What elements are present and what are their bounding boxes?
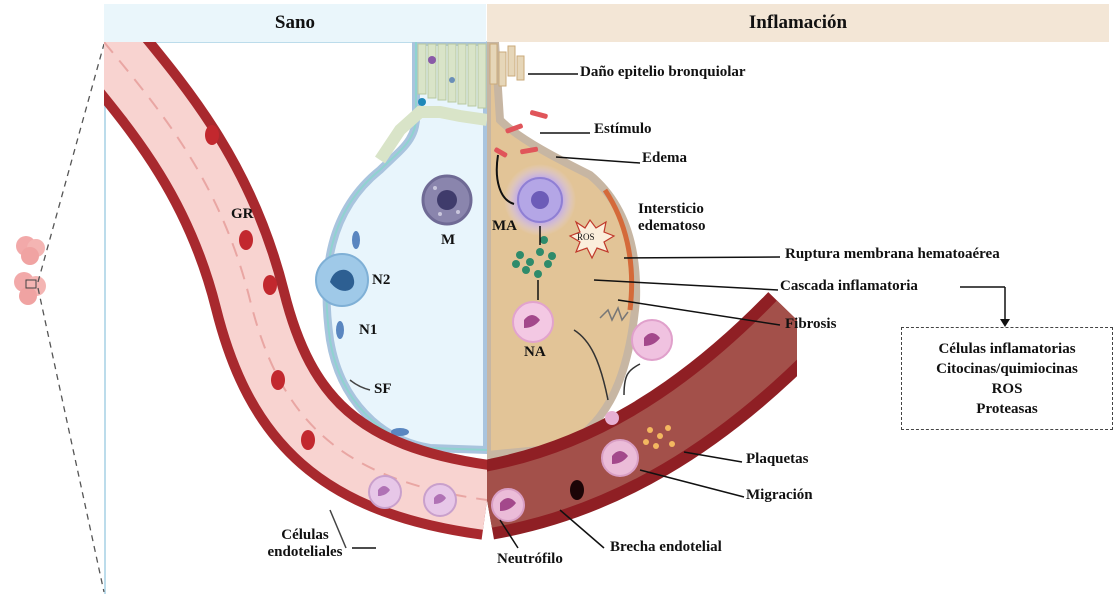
label-edematous-interstitium: Intersticio edematoso [638, 201, 706, 236]
label-ma: MA [492, 218, 517, 235]
type-ii-pneumocyte [316, 254, 368, 306]
type-i-pneumocyte [336, 321, 344, 339]
label-migration: Migración [746, 487, 813, 504]
label-platelets: Plaquetas [746, 451, 809, 468]
label-edema: Edema [642, 150, 687, 167]
label-endothelial-cells: Células endoteliales [258, 527, 352, 562]
inflammatory-cascade-box: Células inflamatorias Citocinas/quimioci… [901, 327, 1113, 430]
label-m: M [441, 232, 455, 249]
cascade-arrow-head [1000, 319, 1010, 327]
label-sf: SF [374, 381, 392, 398]
red-blood-cell [570, 480, 584, 500]
label-stimulus: Estímulo [594, 121, 652, 138]
label-inflammatory-cascade: Cascada inflamatoria [780, 278, 918, 295]
inflammation-panel-header: Inflamación [487, 4, 1109, 42]
label-endothelial-line2: endoteliales [258, 544, 352, 561]
alveolar-macrophage [423, 176, 471, 224]
label-n2: N2 [372, 272, 390, 289]
label-endothelial-gap: Brecha endotelial [610, 539, 722, 556]
label-endothelial-line1: Células [258, 527, 352, 544]
zoom-line-bottom [38, 288, 104, 592]
zoom-line-top [38, 44, 104, 282]
label-interstitium-line1: Intersticio [638, 201, 706, 218]
healthy-panel-header: Sano [104, 4, 486, 42]
label-neutrophil: Neutrófilo [497, 551, 563, 568]
label-membrane-rupture: Ruptura membrana hematoaérea [785, 246, 1000, 263]
label-gr: GR [231, 206, 254, 223]
label-n1: N1 [359, 322, 377, 339]
cascade-item-inflammatory-cells: Células inflamatorias [938, 339, 1075, 359]
label-na: NA [524, 344, 546, 361]
pneumocyte-nucleus [352, 231, 360, 249]
label-fibrosis: Fibrosis [785, 316, 836, 333]
label-ros: ROS [577, 232, 595, 242]
cascade-item-ros: ROS [992, 379, 1023, 399]
cascade-item-cytokines: Citocinas/quimiocinas [936, 359, 1078, 379]
label-bronchiolar-damage: Daño epitelio bronquiolar [580, 64, 746, 81]
label-interstitium-line2: edematoso [638, 218, 706, 235]
activated-macrophage [518, 178, 562, 222]
alveolar-neutrophil [513, 302, 553, 342]
cascade-item-proteases: Proteasas [976, 399, 1037, 419]
